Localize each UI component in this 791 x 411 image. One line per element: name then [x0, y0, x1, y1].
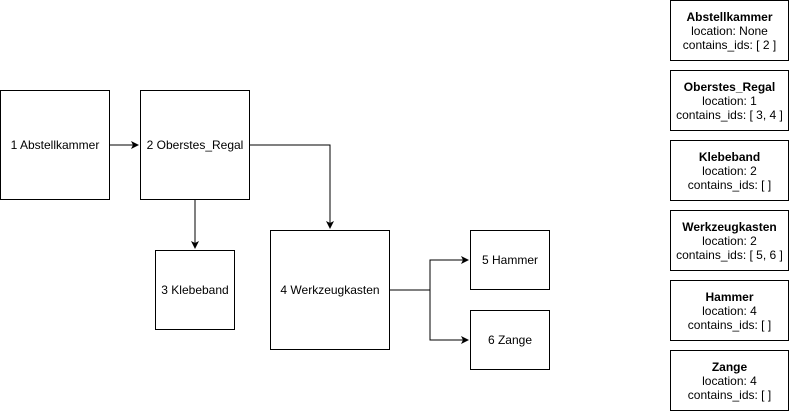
card-location: location: 2 — [702, 163, 757, 178]
card-title: Zange — [711, 359, 748, 374]
card-title: Oberstes_Regal — [683, 79, 776, 94]
node-label: 6 Zange — [487, 333, 533, 347]
node-label: 2 Oberstes_Regal — [146, 138, 244, 152]
node-klebeband: 3 Klebeband — [155, 250, 235, 330]
card-location: location: None — [691, 23, 768, 38]
card-location: location: 1 — [702, 93, 757, 108]
card-contains: contains_ids: [ ] — [687, 387, 772, 402]
info-card-zange: Zange location: 4 contains_ids: [ ] — [670, 350, 789, 411]
node-oberstes-regal: 2 Oberstes_Regal — [140, 90, 250, 200]
card-contains: contains_ids: [ ] — [687, 317, 772, 332]
card-contains: contains_ids: [ ] — [687, 177, 772, 192]
edge-2-4 — [250, 144, 334, 229]
node-label: 5 Hammer — [481, 253, 538, 267]
node-zange: 6 Zange — [470, 310, 550, 370]
card-location: location: 4 — [702, 373, 757, 388]
node-label: 3 Klebeband — [161, 283, 229, 297]
card-title: Hammer — [705, 289, 754, 304]
card-contains: contains_ids: [ 2 ] — [682, 37, 777, 52]
node-label: 1 Abstellkammer — [10, 138, 100, 152]
node-abstellkammer: 1 Abstellkammer — [0, 90, 110, 200]
node-label: 4 Werkzeugkasten — [280, 283, 380, 297]
node-werkzeugkasten: 4 Werkzeugkasten — [270, 230, 390, 350]
edge-4-6 — [390, 289, 469, 344]
info-card-hammer: Hammer location: 4 contains_ids: [ ] — [670, 280, 789, 341]
info-card-werkzeugkasten: Werkzeugkasten location: 2 contains_ids:… — [670, 210, 789, 271]
card-title: Klebeband — [698, 149, 761, 164]
card-contains: contains_ids: [ 5, 6 ] — [676, 247, 783, 262]
info-card-abstellkammer: Abstellkammer location: None contains_id… — [670, 0, 789, 61]
card-contains: contains_ids: [ 3, 4 ] — [676, 107, 783, 122]
info-card-oberstes-regal: Oberstes_Regal location: 1 contains_ids:… — [670, 70, 789, 131]
card-location: location: 4 — [702, 303, 757, 318]
card-title: Werkzeugkasten — [682, 219, 777, 234]
node-hammer: 5 Hammer — [470, 230, 550, 290]
card-title: Abstellkammer — [686, 9, 773, 24]
card-location: location: 2 — [702, 233, 757, 248]
info-card-klebeband: Klebeband location: 2 contains_ids: [ ] — [670, 140, 789, 201]
edge-4-5 — [390, 256, 469, 291]
